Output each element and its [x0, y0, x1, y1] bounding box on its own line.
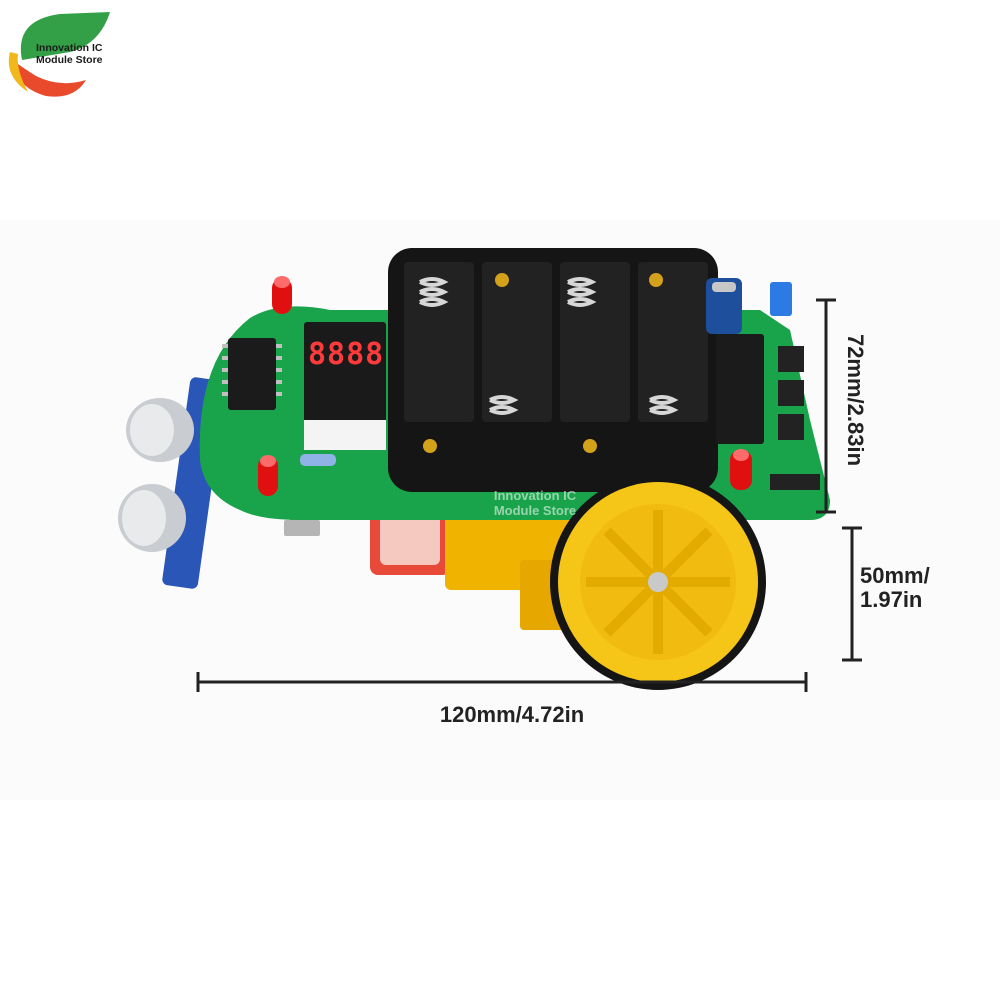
watermark-line-1: Innovation IC — [493, 488, 577, 503]
store-logo — [8, 12, 110, 97]
led-top — [272, 276, 292, 314]
logo-swoosh-red — [10, 58, 86, 97]
logo-swoosh-yellow — [8, 52, 29, 92]
board-height-dimension-label: 72mm/2.83in — [843, 333, 868, 467]
logo-line-1: Innovation IC — [36, 42, 103, 54]
logo-text: Innovation IC Module Store — [36, 42, 120, 66]
display-digits: 8888 — [308, 337, 385, 372]
capacitor — [706, 278, 742, 334]
logo-line-2: Module Store — [36, 54, 103, 66]
watermark: Innovation IC Module Store — [455, 488, 615, 518]
watermark-line-2: Module Store — [493, 503, 577, 518]
microcontroller — [716, 334, 764, 444]
wheel — [550, 474, 766, 690]
slide-switch — [770, 282, 792, 316]
wheel-height-dimension-label: 50mm/ 1.97in — [860, 564, 970, 612]
battery-holder — [388, 248, 718, 492]
ic-chip — [222, 338, 282, 410]
dimension-lines — [196, 298, 862, 692]
resistor — [300, 454, 336, 466]
length-dimension-label: 120mm/4.72in — [439, 702, 585, 727]
logo-leaf-green — [20, 12, 110, 60]
led-right — [730, 449, 752, 490]
pin-headers — [770, 346, 820, 490]
led-bottom — [258, 455, 278, 496]
seven-segment-display — [304, 322, 386, 450]
wheel-height-line-2: 1.97in — [860, 587, 923, 612]
wheel-height-line-1: 50mm/ — [860, 563, 930, 588]
